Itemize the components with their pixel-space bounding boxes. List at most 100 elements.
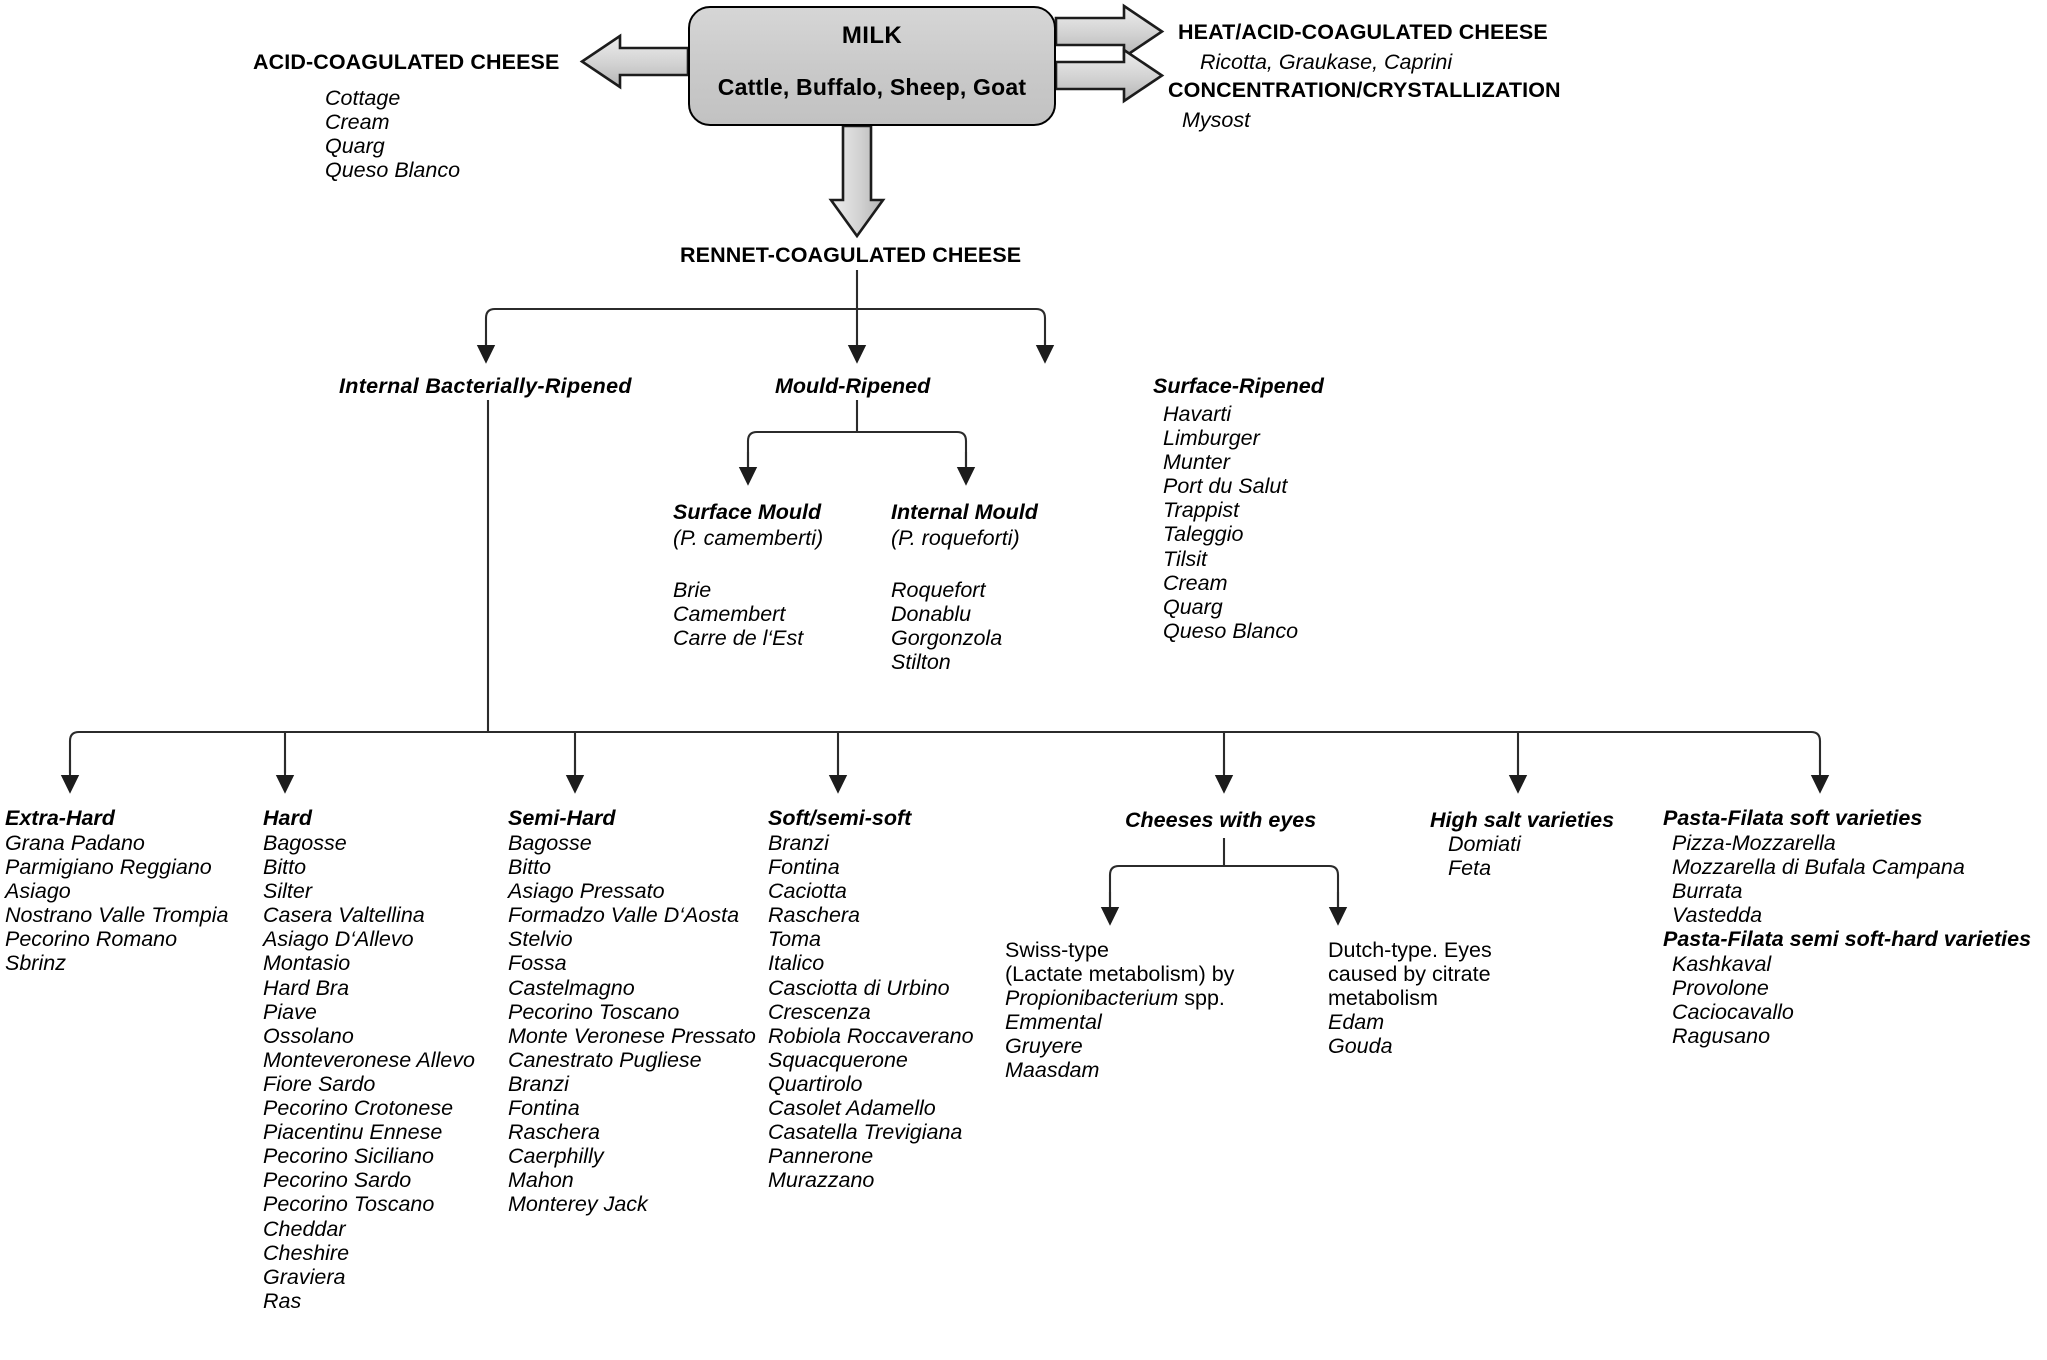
list-item: Pecorino Romano xyxy=(5,927,178,952)
list-item: Ragusano xyxy=(1672,1024,1771,1049)
list-item: Camembert xyxy=(673,602,786,627)
pasta-filata-soft-list: Pizza-Mozzarella Mozzarella di Bufala Ca… xyxy=(1672,831,1965,927)
list-item: Casciotta di Urbino xyxy=(768,975,950,1000)
list-item: Robiola Roccaverano xyxy=(768,1023,974,1048)
list-item: Monte Veronese Pressato xyxy=(508,1023,756,1048)
list-item: Munter xyxy=(1163,450,1230,475)
high-salt-list: Domiati Feta xyxy=(1448,832,1521,880)
list-item: Formadzo Valle D‘Aosta xyxy=(508,903,740,928)
list-item: Ras xyxy=(263,1288,302,1313)
swiss-type-organism-suffix: spp. xyxy=(1178,986,1225,1011)
list-item: Domiati xyxy=(1448,832,1521,856)
extra-hard-heading: Extra-Hard xyxy=(5,806,115,830)
list-item: Caciocavallo xyxy=(1672,1000,1794,1025)
internal-mould-heading: Internal Mould xyxy=(891,500,1038,524)
list-item: Limburger xyxy=(1163,426,1260,451)
list-item: Havarti xyxy=(1163,402,1232,426)
list-item: Queso Blanco xyxy=(1163,618,1299,643)
list-item: Montasio xyxy=(263,951,351,976)
acid-coagulated-heading: ACID-COAGULATED CHEESE xyxy=(253,50,559,75)
pasta-filata-semi-soft-hard-list: Kashkaval Provolone Caciocavallo Ragusan… xyxy=(1672,952,1794,1048)
list-item: Nostrano Valle Trompia xyxy=(5,903,229,928)
list-item: Provolone xyxy=(1672,976,1769,1001)
milk-title: MILK xyxy=(841,22,903,49)
dutch-type-line2: caused by citrate xyxy=(1328,962,1491,987)
list-item: Branzi xyxy=(768,831,829,855)
list-item: Squacquerone xyxy=(768,1047,908,1072)
list-item: Cheddar xyxy=(263,1216,346,1241)
high-salt-heading: High salt varieties xyxy=(1430,808,1615,832)
internal-mould-organism: (P. roqueforti) xyxy=(891,526,1020,550)
list-item: Port du Salut xyxy=(1163,474,1288,499)
list-item: Piave xyxy=(263,999,317,1024)
heat-acid-heading: HEAT/ACID-COAGULATED CHEESE xyxy=(1178,20,1548,45)
mould-ripened-heading: Mould-Ripened xyxy=(775,374,931,398)
soft-semi-soft-list: Branzi Fontina Caciotta Raschera Toma It… xyxy=(768,831,974,1192)
list-item: Raschera xyxy=(508,1120,601,1145)
pasta-filata-semi-soft-hard-heading: Pasta-Filata semi soft-hard varieties xyxy=(1663,927,2032,951)
list-item: Brie xyxy=(673,578,712,602)
list-item: Vastedda xyxy=(1672,903,1763,928)
dutch-type-line3: metabolism xyxy=(1328,986,1438,1011)
list-item: Castelmagno xyxy=(508,975,635,1000)
list-item: Bagosse xyxy=(263,831,347,855)
list-item: Cheshire xyxy=(263,1240,350,1265)
list-item: Caciotta xyxy=(768,879,847,904)
list-item: Tilsit xyxy=(1163,546,1207,571)
list-item: Gruyere xyxy=(1005,1034,1083,1059)
milk-node[interactable]: MILK Cattle, Buffalo, Sheep, Goat xyxy=(688,6,1056,126)
list-item: Fontina xyxy=(768,855,840,880)
surface-mould-list: Brie Camembert Carre de l‘Est xyxy=(673,578,803,650)
list-item: Branzi xyxy=(508,1071,569,1096)
list-item: Murazzano xyxy=(768,1168,875,1193)
list-item: Cream xyxy=(1163,570,1228,595)
list-item: Bitto xyxy=(263,855,307,880)
list-item: Casolet Adamello xyxy=(768,1096,936,1121)
list-item: Fontina xyxy=(508,1096,580,1121)
list-item: Cream xyxy=(325,110,390,135)
list-item: Pecorino Toscano xyxy=(508,999,680,1024)
heat-acid-items: Ricotta, Graukase, Caprini xyxy=(1200,50,1453,74)
pasta-filata-soft-heading: Pasta-Filata soft varieties xyxy=(1663,806,1923,830)
swiss-type-organism: Propionibacterium xyxy=(1005,986,1179,1011)
concentration-heading: CONCENTRATION/CRYSTALLIZATION xyxy=(1168,78,1561,103)
list-item: Maasdam xyxy=(1005,1058,1100,1083)
list-item: Fossa xyxy=(508,951,567,976)
list-item: Emmental xyxy=(1005,1010,1102,1035)
concentration-items: Mysost xyxy=(1182,108,1251,132)
list-item: Asiago Pressato xyxy=(508,879,665,904)
list-item: Edam xyxy=(1328,1010,1385,1035)
list-item: Pecorino Siciliano xyxy=(263,1144,434,1169)
list-item: Quarg xyxy=(325,134,385,159)
list-item: Feta xyxy=(1448,856,1492,881)
list-item: Stelvio xyxy=(508,927,573,952)
list-item: Taleggio xyxy=(1163,522,1244,547)
semi-hard-list: Bagosse Bitto Asiago Pressato Formadzo V… xyxy=(508,831,756,1217)
hard-heading: Hard xyxy=(263,806,312,830)
list-item: Italico xyxy=(768,951,825,976)
list-item: Mahon xyxy=(508,1168,574,1193)
semi-hard-heading: Semi-Hard xyxy=(508,806,616,830)
list-item: Casera Valtellina xyxy=(263,903,425,928)
list-item: Stilton xyxy=(891,650,951,675)
surface-ripened-heading: Surface-Ripened xyxy=(1153,374,1324,398)
list-item: Quartirolo xyxy=(768,1071,863,1096)
list-item: Quarg xyxy=(1163,594,1223,619)
acid-coagulated-label: ACID-COAGULATED CHEESE xyxy=(253,50,560,74)
list-item: Casatella Trevigiana xyxy=(768,1120,963,1145)
list-item: Bitto xyxy=(508,855,552,880)
list-item: Caerphilly xyxy=(508,1144,604,1169)
list-item: Pecorino Crotonese xyxy=(263,1096,454,1121)
surface-ripened-list: Havarti Limburger Munter Port du Salut T… xyxy=(1163,402,1298,643)
list-item: Toma xyxy=(768,927,821,952)
dutch-type-block: Dutch-type. Eyes caused by citrate metab… xyxy=(1328,938,1492,1058)
list-item: Ossolano xyxy=(263,1023,354,1048)
list-item: Fiore Sardo xyxy=(263,1071,376,1096)
list-item: Cottage xyxy=(325,86,401,110)
list-item: Burrata xyxy=(1672,879,1743,904)
list-item: Monterey Jack xyxy=(508,1192,648,1217)
list-item: Donablu xyxy=(891,602,972,627)
list-item: Kashkaval xyxy=(1672,952,1772,976)
rennet-coagulated-label: RENNET-COAGULATED CHEESE xyxy=(680,243,1022,267)
cheeses-with-eyes-heading: Cheeses with eyes xyxy=(1125,808,1317,832)
